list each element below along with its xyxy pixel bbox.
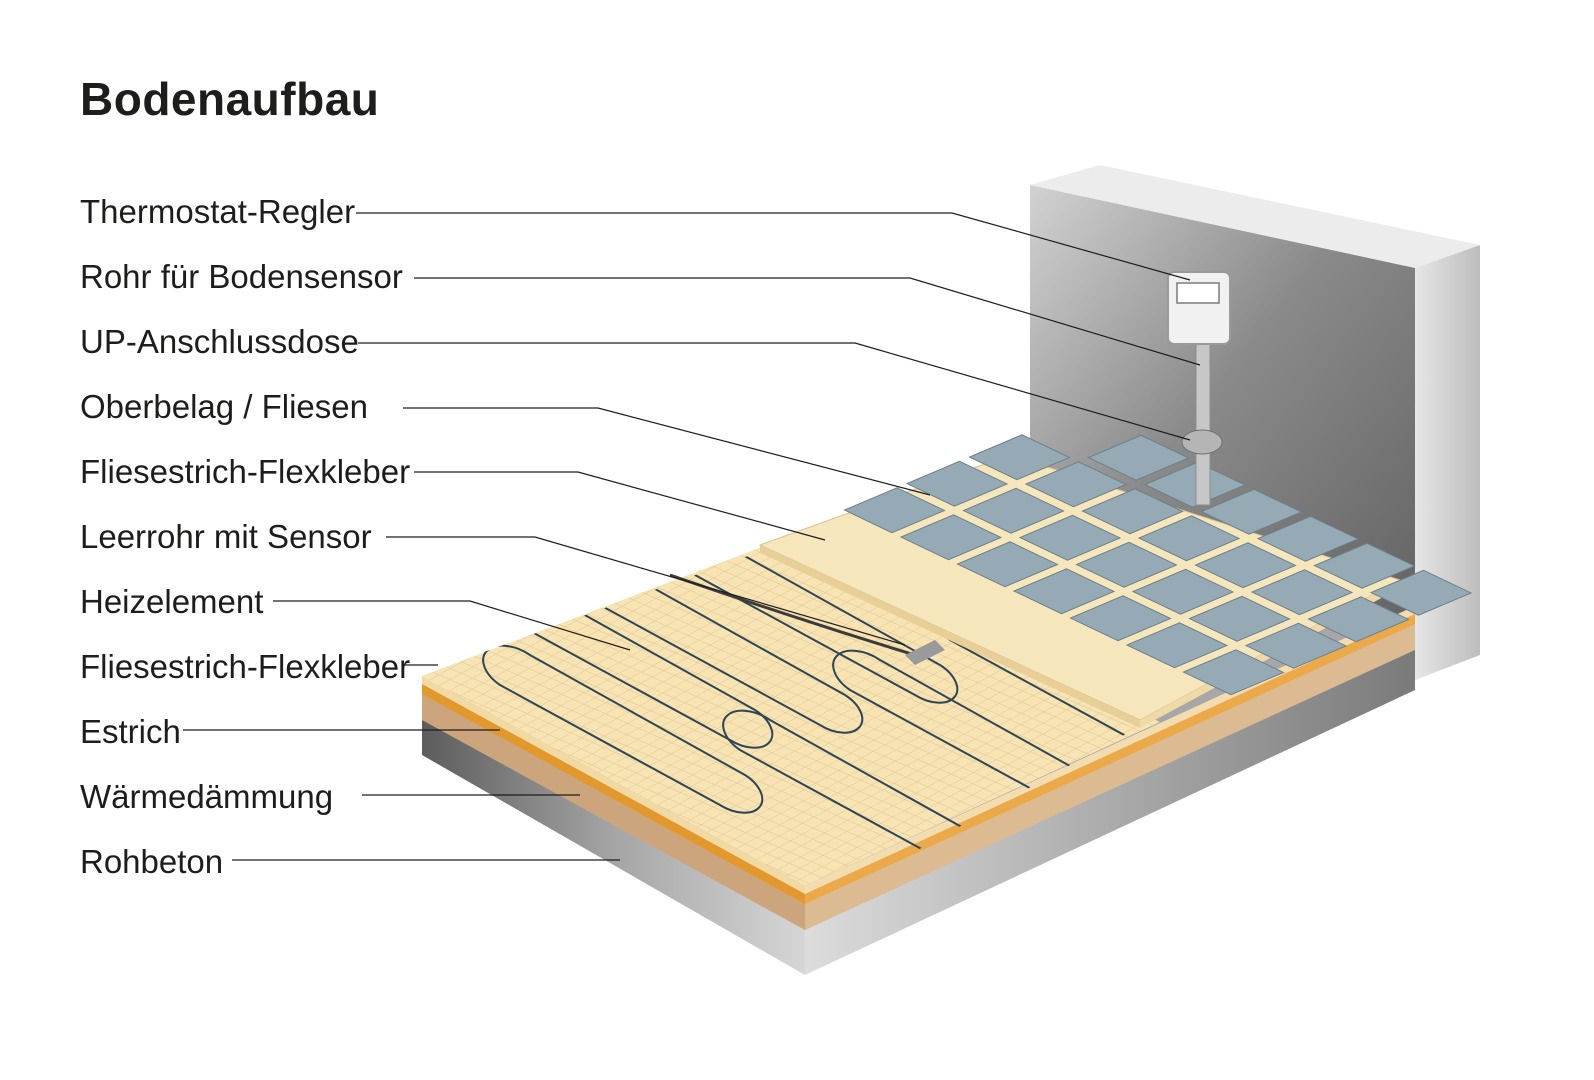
floor-tile xyxy=(1131,568,1235,615)
floor-tile xyxy=(905,460,1009,507)
leader-tiles xyxy=(403,407,931,496)
screed-side xyxy=(805,620,1415,930)
floor-tile xyxy=(1018,514,1122,561)
adhesive-front xyxy=(422,676,805,894)
floor-tile xyxy=(1087,434,1190,481)
leader-junction-box xyxy=(358,342,1191,441)
floor-tile xyxy=(1012,568,1116,615)
label-adhesive-bottom: Fliesestrich-Flexkleber xyxy=(80,648,411,685)
insulation-front xyxy=(422,682,805,904)
floor-tile xyxy=(1069,595,1172,642)
diagram-title: Bodenaufbau xyxy=(80,73,380,125)
label-thermostat: Thermostat-Regler xyxy=(80,193,356,230)
floor-tile xyxy=(1143,461,1247,508)
floor-tile xyxy=(1250,569,1354,616)
floor-tile xyxy=(1081,488,1184,535)
floor-tile xyxy=(899,514,1003,561)
floor-tile xyxy=(1137,515,1241,562)
conduit xyxy=(1195,334,1211,506)
tile-grid xyxy=(843,434,1473,696)
junction-box xyxy=(1181,429,1223,455)
floor-tile xyxy=(1244,622,1348,669)
leader-heating xyxy=(273,600,631,651)
thermostat-display xyxy=(1176,282,1220,304)
floor-tile xyxy=(1125,622,1229,669)
label-insulation: Wärmedämmung xyxy=(80,778,334,815)
floor-tile xyxy=(843,487,946,534)
floor-tile xyxy=(1307,596,1410,643)
label-heating-element: Heizelement xyxy=(80,583,264,620)
label-screed: Estrich xyxy=(80,713,181,750)
screed-front xyxy=(422,690,805,930)
insulation-side xyxy=(805,612,1415,904)
wall-top xyxy=(1030,165,1480,268)
floor-tile xyxy=(1075,541,1178,588)
label-concrete: Rohbeton xyxy=(80,843,224,880)
leader-adhesive-top xyxy=(414,471,826,541)
floor-tile xyxy=(1256,515,1360,562)
floor-tile xyxy=(1200,488,1303,535)
floor-tile xyxy=(1194,542,1297,589)
floor-tile xyxy=(1024,461,1128,508)
floor-tile xyxy=(968,434,1071,481)
label-sensor-tube: Leerrohr mit Sensor xyxy=(80,518,372,555)
label-adhesive-top: Fliesestrich-Flexkleber xyxy=(80,453,411,490)
label-tiles: Oberbelag / Fliesen xyxy=(80,388,368,425)
leader-thermostat xyxy=(356,212,1191,281)
concrete-side xyxy=(805,640,1415,975)
adhesive-panel-edge xyxy=(760,545,1140,728)
leader-conduit xyxy=(414,277,1201,366)
label-junction-box: UP-Anschlussdose xyxy=(80,323,359,360)
label-sensor-conduit: Rohr für Bodensensor xyxy=(80,258,403,295)
floor-tile xyxy=(1188,595,1291,642)
wall-side xyxy=(1415,245,1480,680)
mat-grid xyxy=(422,544,1160,886)
leader-lines xyxy=(183,212,1201,861)
floor-tile xyxy=(962,487,1065,534)
leader-sensor xyxy=(386,536,906,646)
floor-tile xyxy=(1182,649,1285,696)
floor-tile xyxy=(956,541,1059,588)
floor-tile xyxy=(1313,542,1416,589)
floor-tile xyxy=(1369,569,1473,616)
sensor-tip xyxy=(905,640,945,665)
